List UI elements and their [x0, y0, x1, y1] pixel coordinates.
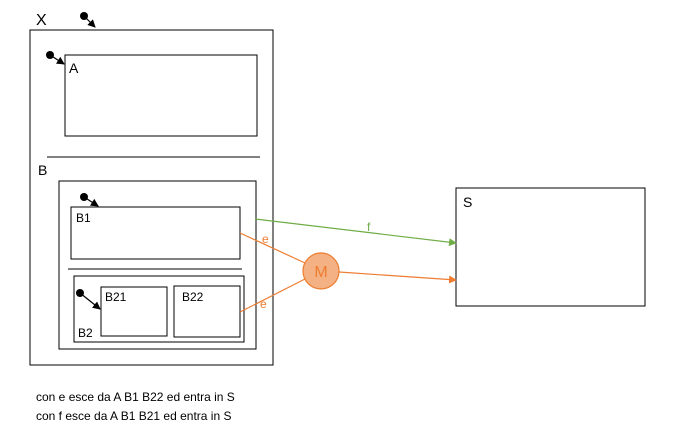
state-b21-label: B21: [105, 290, 127, 304]
note-line-e: con e esce da A B1 B22 ed entra in S: [36, 390, 235, 404]
transition-f-arrow: [254, 218, 457, 247]
state-x-label: X: [36, 12, 47, 29]
note-line-f: con f esce da A B1 B21 ed entra in S: [36, 409, 232, 423]
state-s-box: [455, 187, 646, 307]
state-x-box: [29, 29, 274, 366]
transition-m-to-s-arrow: [338, 271, 457, 284]
transition-e-lower-label: e: [260, 297, 267, 311]
state-s-label: S: [463, 194, 472, 210]
state-b22-label: B22: [182, 290, 204, 304]
state-b1-label: B1: [76, 211, 91, 225]
state-b2-box: [73, 275, 245, 343]
b2-initial-pseudostate: [76, 289, 101, 310]
transition-f-label: f: [367, 220, 371, 234]
state-b2-label: B2: [78, 326, 93, 340]
a-initial-pseudostate: [46, 51, 65, 65]
junction-m-label: M: [314, 264, 327, 281]
x-initial-pseudostate: [80, 12, 96, 28]
state-b-label: B: [38, 162, 47, 178]
transition-e-lower-line: [239, 278, 306, 313]
state-b-box: [58, 180, 257, 350]
b1-initial-pseudostate: [80, 193, 99, 207]
state-b21-box: [100, 286, 168, 337]
state-a-box: [64, 54, 258, 137]
transition-e-upper-line: [239, 232, 306, 264]
state-b1-box: [70, 206, 241, 260]
junction-m: [302, 252, 340, 290]
transition-e-upper-label: e: [262, 232, 269, 246]
state-a-label: A: [69, 60, 79, 76]
